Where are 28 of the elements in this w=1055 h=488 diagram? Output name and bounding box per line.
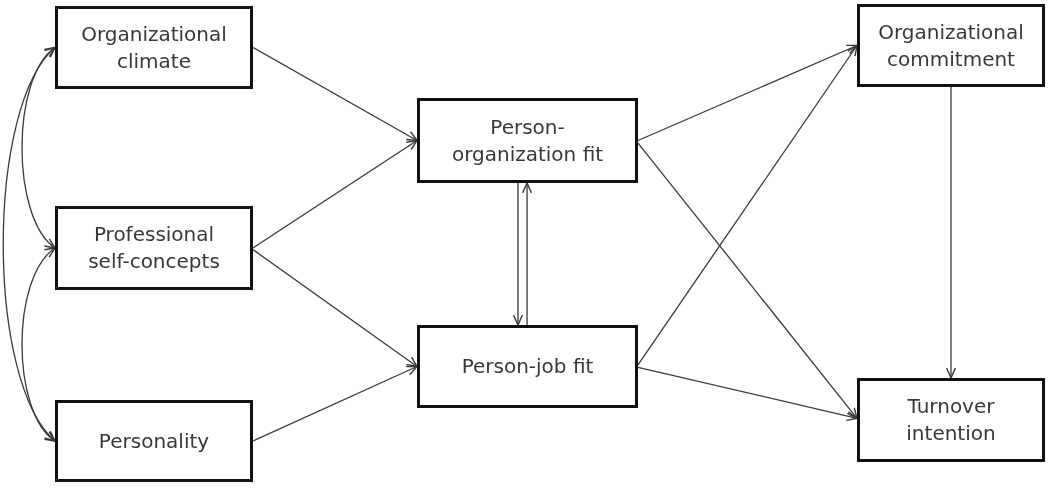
- variable-label: Personality: [98, 427, 210, 455]
- variable-box: [417, 325, 638, 408]
- arrow: [252, 139, 418, 249]
- variable-label: Person-organization fit: [450, 113, 605, 168]
- curved-double-arrow: [21, 247, 56, 442]
- variable-label: Person-job fit: [461, 353, 594, 380]
- variable-label: Turnover intention: [905, 393, 997, 447]
- variable-box: [55, 400, 253, 482]
- variable-label: Professional self-concepts: [87, 221, 221, 275]
- arrow: [252, 249, 418, 368]
- arrow: [637, 366, 858, 422]
- arrow: [945, 86, 957, 379]
- arrow: [521, 182, 533, 326]
- variable-box: [55, 6, 253, 89]
- arrow: [637, 44, 858, 366]
- variable-box: [857, 4, 1045, 87]
- variable-box: [417, 98, 638, 183]
- variable-box: [55, 206, 253, 290]
- arrow: [512, 182, 524, 326]
- arrow: [252, 46, 418, 142]
- arrow: [637, 44, 858, 142]
- curved-double-arrow: [2, 46, 56, 442]
- arrow: [637, 142, 858, 420]
- variable-label: Organizational climate: [80, 20, 228, 75]
- arrow: [252, 365, 418, 442]
- variable-label: Organizational commitment: [877, 18, 1025, 73]
- curved-double-arrow: [21, 46, 56, 249]
- variable-box: [857, 378, 1045, 462]
